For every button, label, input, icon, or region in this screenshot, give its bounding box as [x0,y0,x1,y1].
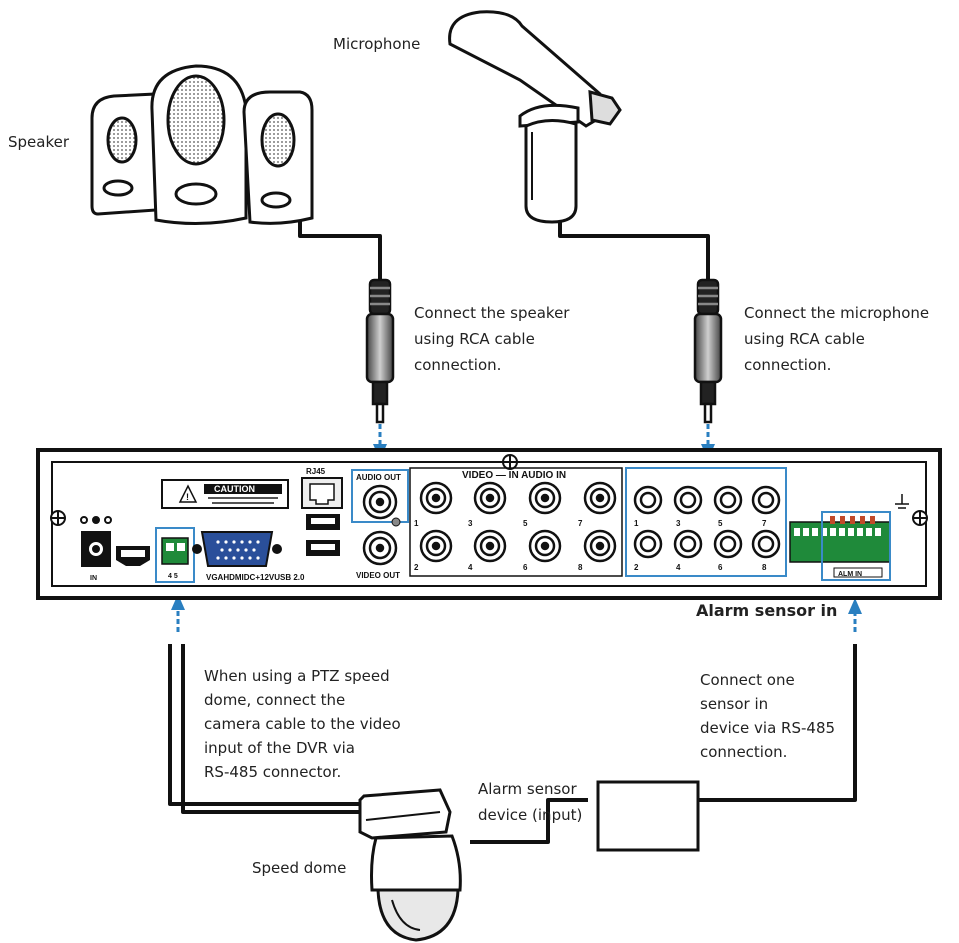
caution-label: CAUTION [214,484,255,494]
svg-text:1: 1 [634,519,639,528]
speaker-label: Speaker [8,133,70,151]
ptz-note: When using a PTZ speed dome, connect the… [204,667,401,781]
svg-text:2: 2 [414,563,419,572]
bottom-ports-label: VGAHDMIDC+12VUSB 2.0 [206,573,305,582]
video-in-audio-in-label: VIDEO — IN AUDIO IN [462,470,566,481]
svg-text:!: ! [186,492,189,502]
speed-dome-icon [358,788,462,942]
rca-plug-icon [365,278,723,424]
ground-icon [895,494,909,509]
speaker-note: Connect the speaker using RCA cable conn… [414,304,570,374]
svg-text:5: 5 [718,519,723,528]
warning-icon [178,484,198,503]
microphone-icon [448,10,622,224]
svg-text:4: 4 [468,563,473,572]
svg-text:6: 6 [718,563,723,572]
svg-text:3: 3 [676,519,681,528]
svg-text:8: 8 [762,563,767,572]
microphone-label: Microphone [333,35,421,53]
svg-text:2: 2 [634,563,639,572]
svg-text:8: 8 [578,563,583,572]
sensor-note: Connect one sensor in device via RS-485 … [700,671,836,761]
cables [168,220,857,844]
svg-text:1: 1 [414,519,419,528]
alarm-device-label: Alarm sensor device (input) [478,780,583,824]
dc-in-label: IN [90,575,97,582]
dvr-panel-icon: IN 4 5 ! CAUTION VGAHDMIDC+12VUSB 2.0 RJ… [36,448,942,600]
audio-out-label: AUDIO OUT [356,473,401,482]
speaker-icon [90,64,314,226]
svg-text:4: 4 [676,563,681,572]
svg-text:7: 7 [762,519,767,528]
rj45-label: RJ45 [306,467,326,476]
svg-text:6: 6 [523,563,528,572]
alarm-sensor-box-icon [596,780,700,852]
svg-text:4 5: 4 5 [168,573,178,580]
speed-dome-label: Speed dome [252,859,347,877]
mic-note: Connect the microphone using RCA cable c… [744,304,930,374]
video-out-label: VIDEO OUT [356,571,400,580]
svg-text:5: 5 [523,519,528,528]
svg-text:3: 3 [468,519,473,528]
alarm-sensor-in-label: Alarm sensor in [696,601,838,620]
svg-text:7: 7 [578,519,583,528]
alm-in-label: ALM IN [838,571,862,578]
